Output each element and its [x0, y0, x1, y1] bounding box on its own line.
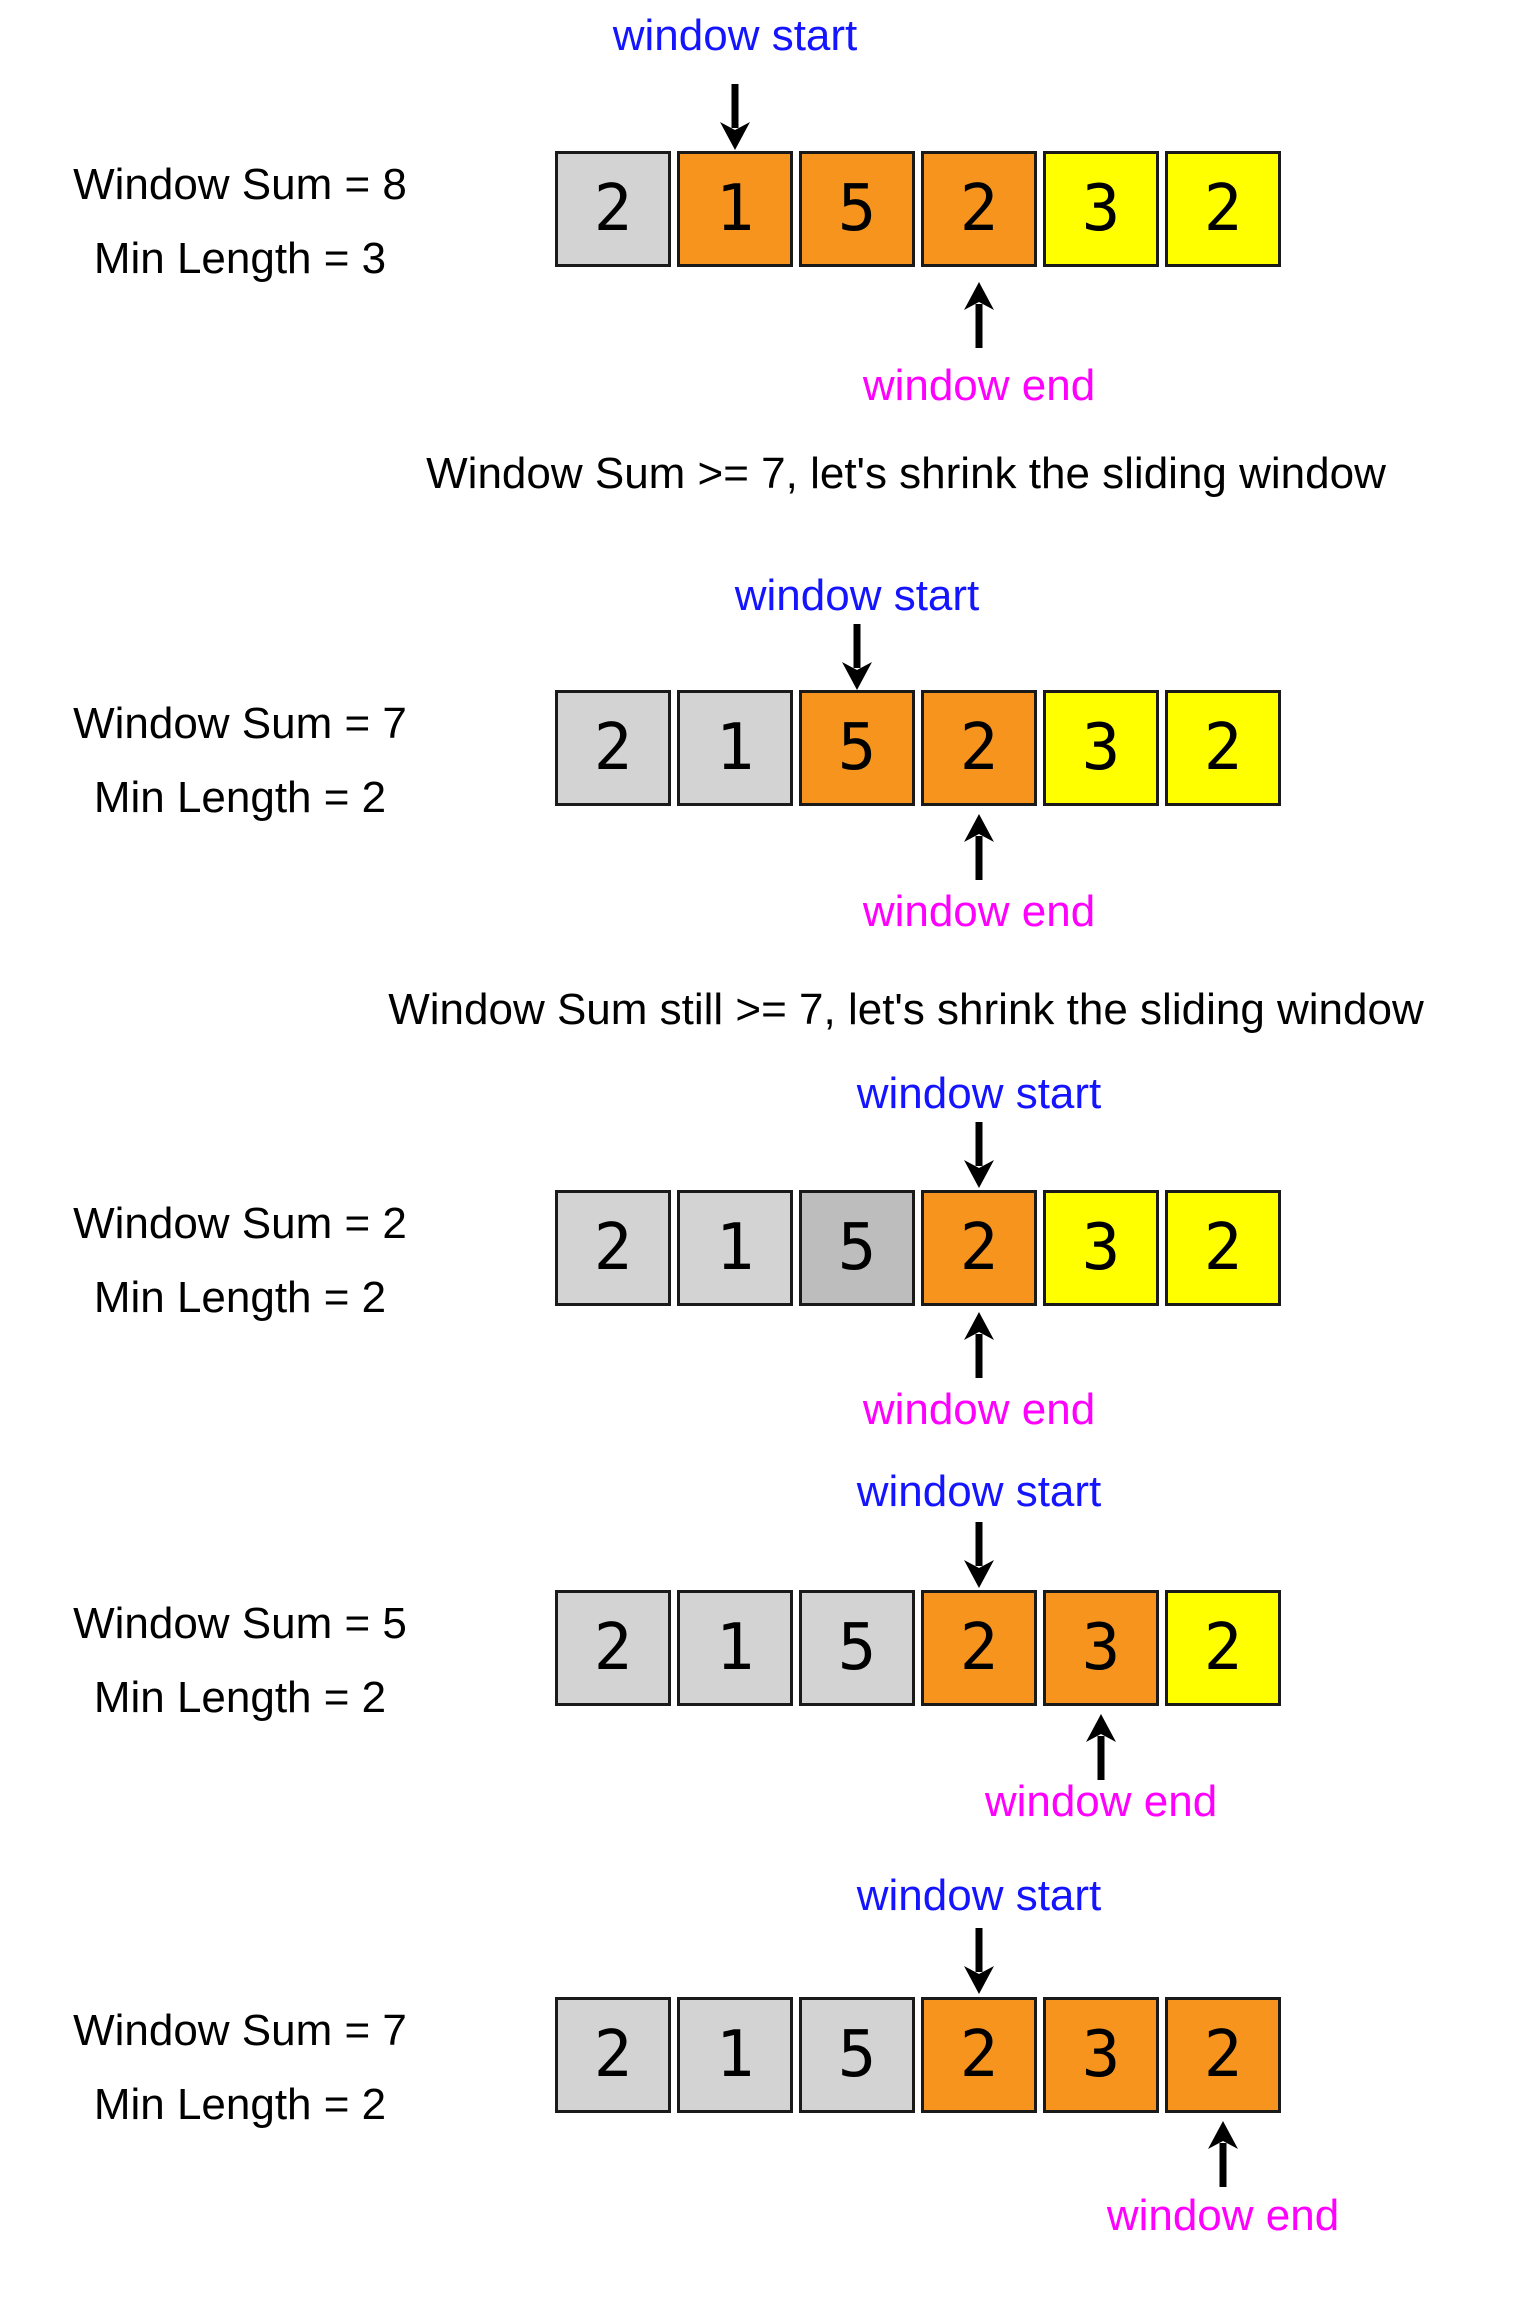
stage-label: Window Sum = 2 Min Length = 2 — [20, 1187, 460, 1335]
window-end-label: window end — [862, 887, 1096, 936]
array-cell: 2 — [921, 1590, 1037, 1706]
arrow-up-icon — [959, 1312, 999, 1378]
min-length-text: Min Length = 2 — [93, 773, 387, 822]
divider-caption: Window Sum still >= 7, let's shrink the … — [388, 985, 1424, 1034]
stage-label: Window Sum = 7 Min Length = 2 — [20, 1994, 460, 2142]
array-cell: 1 — [677, 1590, 793, 1706]
window-start-label: window start — [612, 11, 858, 60]
stage-label: Window Sum = 5 Min Length = 2 — [20, 1587, 460, 1735]
window-start-label: window start — [856, 1069, 1102, 1118]
array-cell: 2 — [1165, 1190, 1281, 1306]
stage-label: Window Sum = 7 Min Length = 2 — [20, 687, 460, 835]
array-cell: 5 — [799, 690, 915, 806]
array-cell: 3 — [1043, 690, 1159, 806]
window-end-label: window end — [984, 1777, 1218, 1826]
array-cell: 2 — [1165, 690, 1281, 806]
stage-label: Window Sum = 8 Min Length = 3 — [20, 148, 460, 296]
array-row: 2 1 5 2 3 2 — [555, 690, 1281, 806]
window-sum-text: Window Sum = 7 — [73, 2006, 407, 2055]
window-sum-text: Window Sum = 5 — [73, 1599, 407, 1648]
array-cell: 5 — [799, 1997, 915, 2113]
window-start-label: window start — [856, 1871, 1102, 1920]
arrow-up-icon — [1203, 2121, 1243, 2187]
arrow-down-icon — [715, 84, 755, 150]
array-row: 2 1 5 2 3 2 — [555, 1190, 1281, 1306]
window-end-label: window end — [862, 1385, 1096, 1434]
array-cell: 2 — [921, 1190, 1037, 1306]
window-sum-text: Window Sum = 2 — [73, 1199, 407, 1248]
divider-caption: Window Sum >= 7, let's shrink the slidin… — [426, 449, 1386, 498]
array-cell: 2 — [921, 690, 1037, 806]
array-cell: 2 — [555, 690, 671, 806]
array-cell: 2 — [1165, 1997, 1281, 2113]
window-end-label: window end — [862, 361, 1096, 410]
arrow-down-icon — [959, 1928, 999, 1994]
array-cell: 5 — [799, 151, 915, 267]
array-cell: 2 — [555, 151, 671, 267]
arrow-up-icon — [959, 282, 999, 348]
array-cell: 3 — [1043, 1190, 1159, 1306]
window-sum-text: Window Sum = 7 — [73, 699, 407, 748]
array-row: 2 1 5 2 3 2 — [555, 151, 1281, 267]
array-cell: 2 — [921, 151, 1037, 267]
arrow-up-icon — [959, 814, 999, 880]
min-length-text: Min Length = 3 — [93, 234, 387, 283]
array-cell: 3 — [1043, 1590, 1159, 1706]
array-cell: 2 — [555, 1190, 671, 1306]
array-cell: 2 — [1165, 151, 1281, 267]
arrow-down-icon — [837, 624, 877, 690]
array-cell: 2 — [1165, 1590, 1281, 1706]
array-cell: 2 — [555, 1590, 671, 1706]
array-row: 2 1 5 2 3 2 — [555, 1997, 1281, 2113]
window-sum-text: Window Sum = 8 — [73, 160, 407, 209]
array-cell: 3 — [1043, 1997, 1159, 2113]
arrow-down-icon — [959, 1122, 999, 1188]
min-length-text: Min Length = 2 — [93, 1273, 387, 1322]
window-end-label: window end — [1106, 2191, 1340, 2240]
array-cell: 1 — [677, 151, 793, 267]
arrow-up-icon — [1081, 1714, 1121, 1780]
array-cell: 1 — [677, 1997, 793, 2113]
array-cell: 5 — [799, 1590, 915, 1706]
arrow-down-icon — [959, 1522, 999, 1588]
window-start-label: window start — [734, 571, 980, 620]
array-row: 2 1 5 2 3 2 — [555, 1590, 1281, 1706]
window-start-label: window start — [856, 1467, 1102, 1516]
min-length-text: Min Length = 2 — [93, 2080, 387, 2129]
array-cell: 3 — [1043, 151, 1159, 267]
min-length-text: Min Length = 2 — [93, 1673, 387, 1722]
array-cell: 1 — [677, 690, 793, 806]
array-cell: 2 — [921, 1997, 1037, 2113]
array-cell: 1 — [677, 1190, 793, 1306]
array-cell: 5 — [799, 1190, 915, 1306]
array-cell: 2 — [555, 1997, 671, 2113]
